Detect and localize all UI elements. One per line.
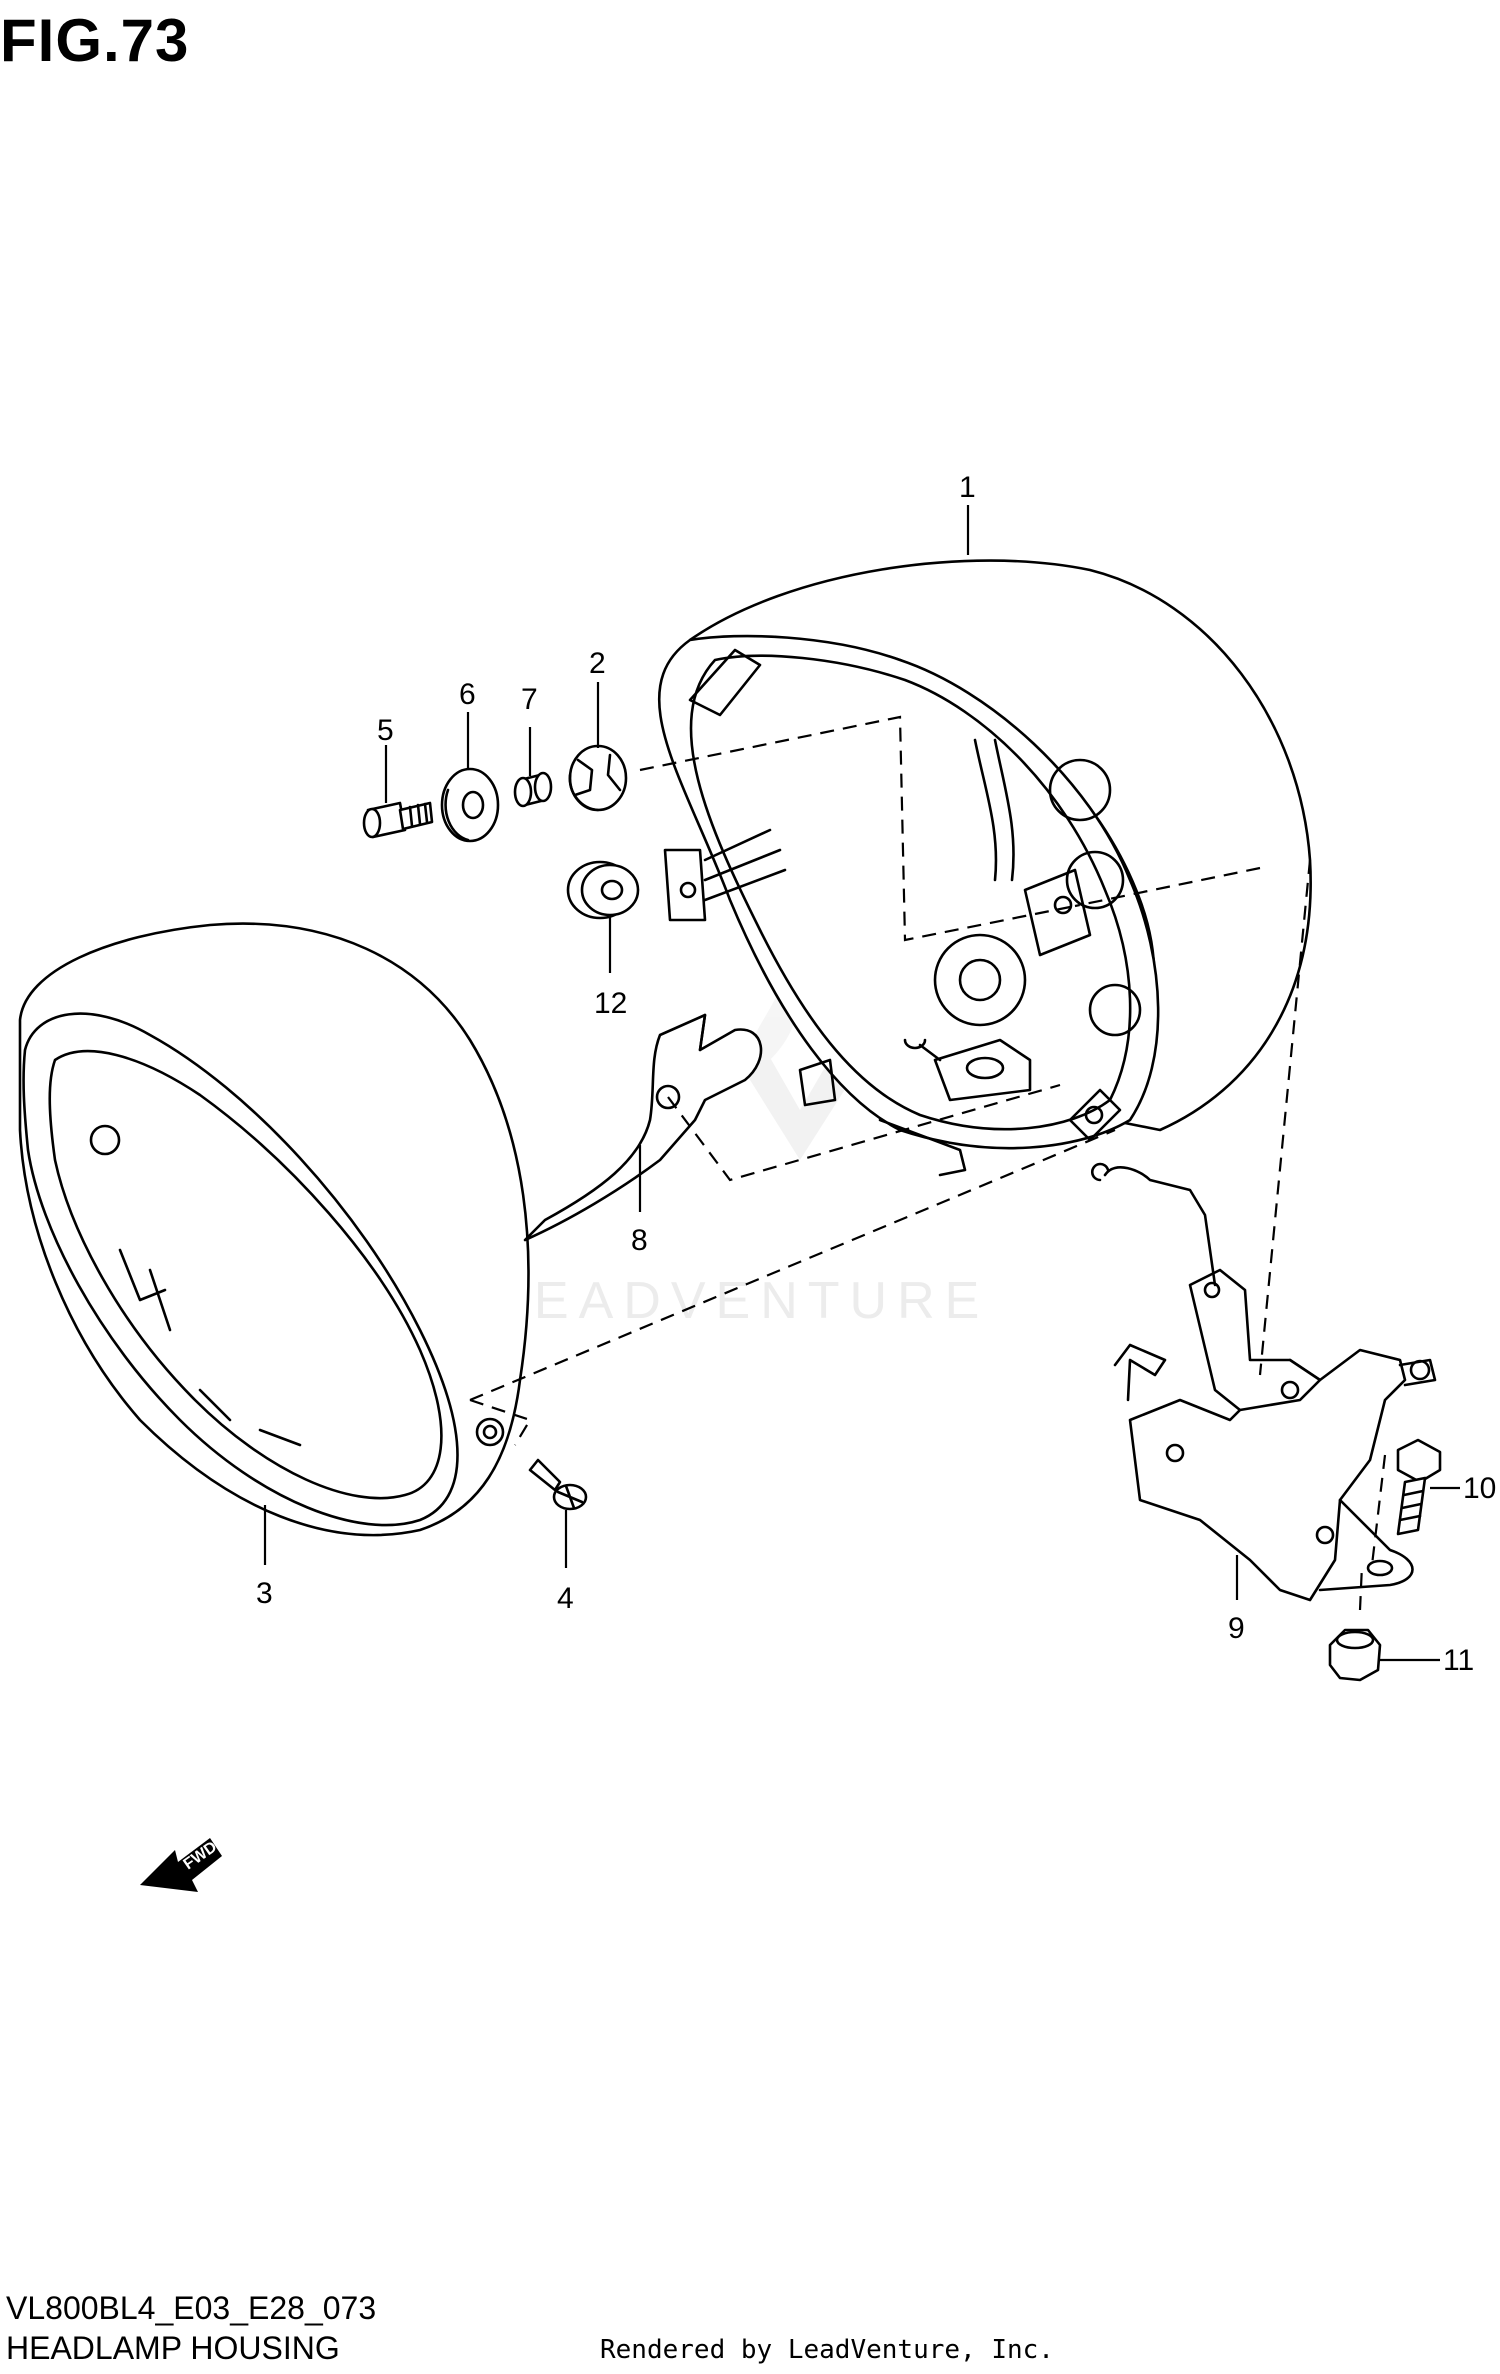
callout-9: 9 bbox=[1228, 1612, 1245, 1645]
stay-bracket-9[interactable] bbox=[1091, 1162, 1437, 1602]
bolt-5[interactable] bbox=[362, 801, 434, 839]
figure-name: HEADLAMP HOUSING bbox=[6, 2330, 340, 2366]
screw-4[interactable] bbox=[528, 1458, 588, 1511]
grommet-12[interactable] bbox=[566, 860, 640, 920]
figure-code: VL800BL4_E03_E28_073 bbox=[6, 2290, 377, 2326]
assembly-lines bbox=[469, 715, 1387, 1611]
bolt-10[interactable] bbox=[1396, 1438, 1442, 1536]
callout-5: 5 bbox=[377, 714, 394, 747]
headlamp-housing-shell[interactable] bbox=[657, 559, 1312, 1177]
callout-6: 6 bbox=[459, 678, 476, 711]
callout-2: 2 bbox=[589, 647, 606, 680]
bracket-8[interactable] bbox=[523, 1013, 763, 1242]
callout-4: 4 bbox=[557, 1582, 574, 1615]
callout-11: 11 bbox=[1443, 1644, 1474, 1677]
headlamp-rim[interactable] bbox=[18, 922, 530, 1537]
callouts: 1 2 3 4 5 6 7 8 9 10 11 12 bbox=[256, 471, 1496, 1677]
callout-7: 7 bbox=[521, 683, 538, 716]
nut-11[interactable] bbox=[1328, 1628, 1382, 1682]
callout-10: 10 bbox=[1463, 1472, 1496, 1505]
callout-12: 12 bbox=[594, 987, 627, 1020]
watermark-text: LEADVENTURE bbox=[495, 1272, 989, 1330]
collar-7[interactable] bbox=[513, 771, 553, 808]
callout-8: 8 bbox=[631, 1224, 648, 1257]
cushion-2[interactable] bbox=[568, 744, 628, 812]
fwd-direction-arrow: FWD bbox=[140, 1838, 222, 1892]
render-credit: Rendered by LeadVenture, Inc. bbox=[600, 2335, 1054, 2365]
figure-title: FIG.73 bbox=[0, 7, 190, 74]
callout-1: 1 bbox=[959, 471, 976, 504]
washer-6[interactable] bbox=[440, 767, 500, 843]
callout-3: 3 bbox=[256, 1577, 273, 1610]
